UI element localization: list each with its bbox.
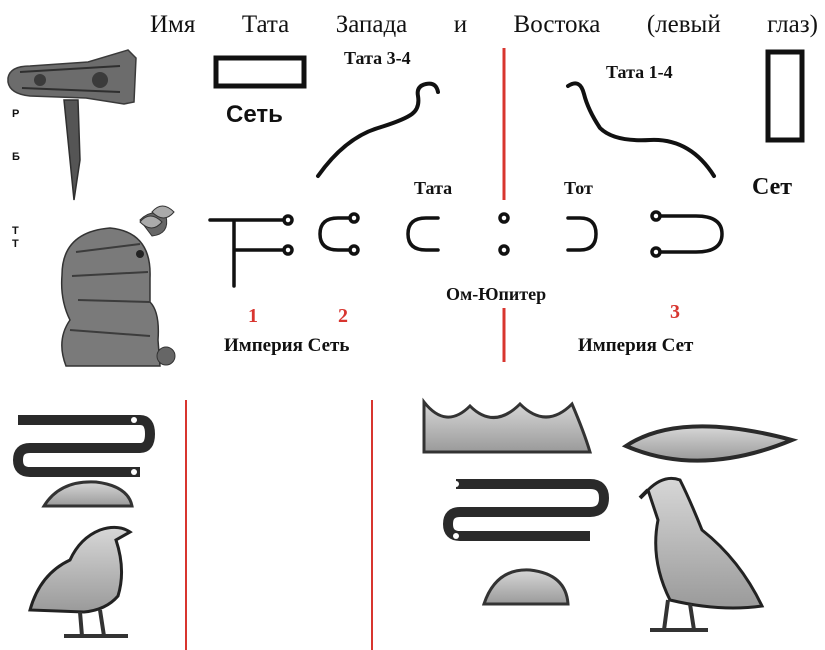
- side-letter-b: Б: [12, 151, 20, 163]
- net-rectangle-icon: [216, 58, 304, 86]
- bread-loaf-hieroglyph-icon: [484, 570, 568, 604]
- label-tata-34: Тата 3-4: [344, 48, 411, 68]
- bird-hieroglyph-icon: [640, 478, 762, 630]
- label-tata-14: Тата 1-4: [606, 62, 673, 82]
- tether-loop-glyph-icon: [210, 212, 722, 286]
- snake-curve-right-icon: [568, 83, 714, 176]
- label-number-2: 2: [338, 305, 348, 327]
- staff-hieroglyph-icon: [8, 50, 136, 200]
- side-letter-t2: Т: [12, 238, 19, 250]
- side-letter-t1: Т: [12, 225, 19, 237]
- label-om-jupiter: Ом-Юпитер: [446, 284, 546, 304]
- seated-figure-relief-icon: [62, 206, 175, 366]
- label-number-1: 1: [248, 305, 258, 327]
- label-tata: Тата: [414, 178, 452, 198]
- label-empire-net: Империя Сеть: [224, 335, 349, 356]
- label-empire-set: Империя Сет: [578, 335, 694, 356]
- side-letter-r: Р: [12, 108, 19, 120]
- bird-hieroglyph-icon: [30, 527, 130, 636]
- set-vertical-rectangle-icon: [768, 52, 802, 140]
- snake-curve-left-icon: [318, 84, 438, 176]
- mouth-hieroglyph-icon: [626, 426, 792, 460]
- bread-loaf-hieroglyph-icon: [44, 482, 132, 506]
- tether-loop-glyph-icon: [18, 417, 150, 475]
- label-number-3: 3: [670, 301, 680, 323]
- label-set-net: Сеть: [226, 101, 283, 128]
- tether-loop-glyph-icon: [448, 481, 604, 539]
- crown-hieroglyph-icon: [424, 402, 590, 452]
- label-set-east: Сет: [752, 174, 792, 200]
- label-tot: Тот: [564, 178, 593, 198]
